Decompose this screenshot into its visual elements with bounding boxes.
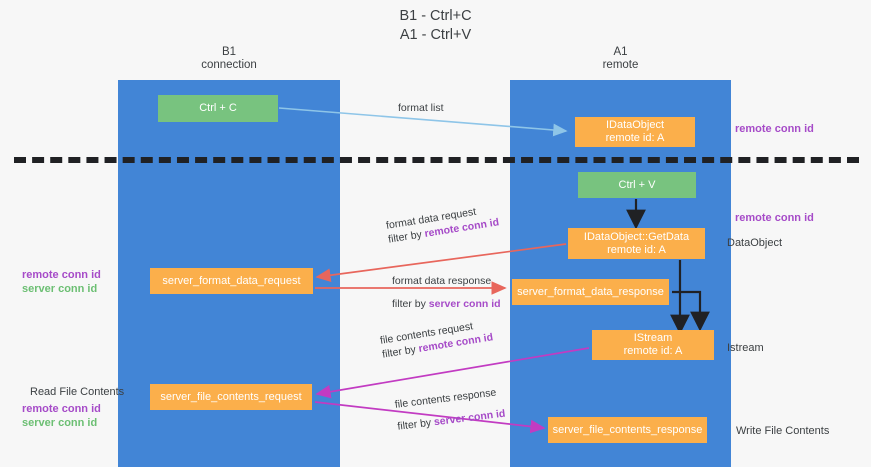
box-server-format-data-request[interactable]: server_format_data_request — [150, 268, 313, 294]
annotation-remote-conn-id-mid-text: remote conn id — [735, 212, 814, 224]
filter-token-server-conn-id: server conn id — [428, 298, 501, 310]
annotation-conn-ids-lower: remote conn id server conn id — [22, 402, 101, 430]
annotation-conn-ids-upper: remote conn id server conn id — [22, 268, 101, 296]
edge-label-file-contents-response: file contents response filter by server … — [394, 385, 506, 434]
title-line-1: B1 - Ctrl+C — [399, 8, 472, 24]
box-server-format-data-request-label: server_format_data_request — [162, 274, 301, 287]
annotation-left-remote-conn-id-2: remote conn id — [22, 403, 101, 415]
box-getdata-sublabel: remote id: A — [607, 243, 666, 256]
swimlane-a1-header: A1 remote — [510, 46, 731, 72]
annotation-istream: Istream — [727, 341, 764, 355]
box-server-format-data-response[interactable]: server_format_data_response — [512, 279, 669, 305]
annotation-istream-text: Istream — [727, 342, 764, 354]
box-ctrl-v-label: Ctrl + V — [618, 178, 656, 191]
edge-label-format-data-response: format data response filter by server co… — [392, 274, 501, 311]
annotation-remote-conn-id-top: remote conn id — [735, 122, 814, 136]
swimlane-a1-name: A1 — [613, 46, 628, 58]
box-server-format-data-response-label: server_format_data_response — [517, 285, 664, 298]
edge-label-format-data-response-line2: filter by server conn id — [392, 297, 501, 311]
box-getdata-label: IDataObject::GetData — [583, 230, 690, 243]
box-istream-label: IStream — [633, 332, 673, 344]
box-server-file-contents-request-label: server_file_contents_request — [160, 390, 302, 403]
annotation-left-server-conn-id: server conn id — [22, 283, 98, 295]
edge-label-format-list: format list — [398, 101, 444, 115]
annotation-remote-conn-id-mid: remote conn id — [735, 211, 814, 225]
swimlane-b1-header: B1 connection — [118, 46, 340, 72]
phase-divider — [14, 157, 859, 163]
annotation-left-server-conn-id-2: server conn id — [22, 417, 98, 429]
annotation-data-object: DataObject — [727, 236, 782, 250]
annotation-write-file-contents-text: Write File Contents — [736, 425, 830, 437]
swimlane-b1-name: B1 — [221, 46, 237, 58]
edge-label-format-list-text: format list — [398, 102, 444, 114]
box-istream-sublabel: remote id: A — [623, 345, 683, 357]
box-server-file-contents-response[interactable]: server_file_contents_response — [548, 417, 707, 443]
annotation-data-object-text: DataObject — [727, 237, 783, 249]
edge-label-file-contents-response-line1: file contents response — [394, 386, 497, 411]
diagram-title: B1 - Ctrl+C A1 - Ctrl+V — [0, 7, 871, 45]
box-idataobject-getdata[interactable]: IDataObject::GetData remote id: A — [568, 228, 705, 259]
annotation-read-file-contents-text: Read File Contents — [30, 386, 125, 398]
annotation-remote-conn-id-top-text: remote conn id — [735, 123, 814, 135]
title-line-2: A1 - Ctrl+V — [399, 27, 472, 43]
edge-label-format-data-response-line1: format data response — [392, 275, 492, 287]
box-istream[interactable]: IStream remote id: A — [592, 330, 714, 360]
box-ctrl-c[interactable]: Ctrl + C — [158, 95, 278, 122]
filter-prefix: filter by — [392, 298, 429, 310]
filter-token-server-conn-id: server conn id — [433, 407, 507, 429]
box-ctrl-v[interactable]: Ctrl + V — [578, 172, 696, 198]
box-idataobject-label: IDataObject — [605, 119, 665, 131]
box-idataobject[interactable]: IDataObject remote id: A — [575, 117, 695, 147]
swimlane-a1-role: remote — [602, 59, 639, 71]
annotation-left-remote-conn-id: remote conn id — [22, 269, 101, 281]
annotation-read-file-contents: Read File Contents — [30, 385, 124, 399]
edge-label-format-data-request: format data request filter by remote con… — [385, 201, 500, 246]
box-server-file-contents-response-label: server_file_contents_response — [552, 423, 703, 436]
box-server-file-contents-request[interactable]: server_file_contents_request — [150, 384, 312, 410]
box-idataobject-sublabel: remote id: A — [605, 132, 665, 144]
filter-prefix: filter by — [396, 416, 435, 433]
edge-label-file-contents-response-line2: filter by server conn id — [397, 407, 506, 434]
swimlane-b1-role: connection — [201, 59, 257, 71]
annotation-write-file-contents: Write File Contents — [736, 424, 829, 438]
edge-label-file-contents-request: file contents request filter by remote c… — [379, 316, 494, 361]
box-ctrl-c-label: Ctrl + C — [199, 102, 237, 114]
